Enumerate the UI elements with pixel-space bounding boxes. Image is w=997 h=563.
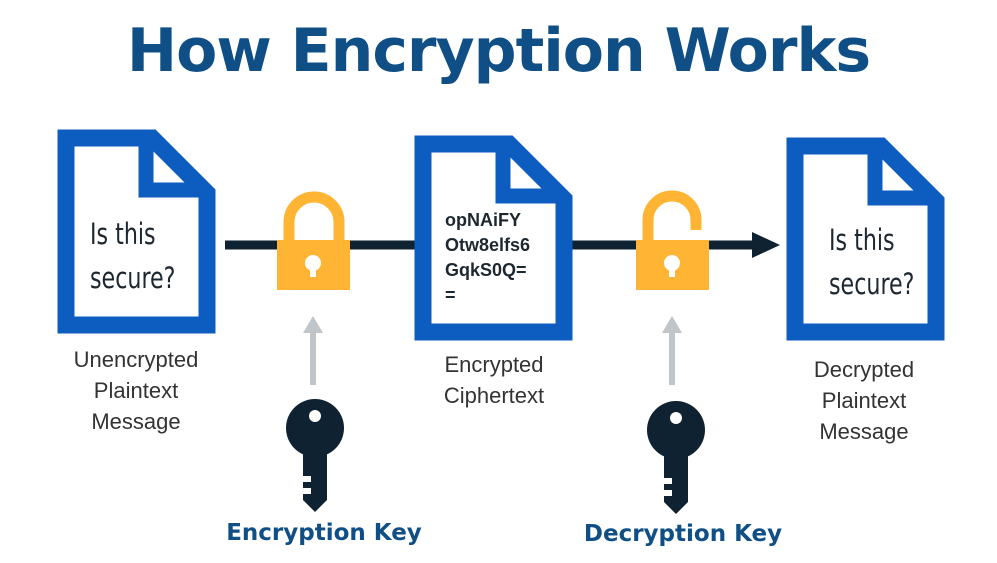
up-arrow-icon bbox=[303, 316, 323, 385]
caption-line: Message bbox=[91, 409, 181, 434]
caption-line: Encrypted bbox=[444, 352, 544, 377]
encryption-key-label: Encryption Key bbox=[226, 520, 422, 546]
up-arrow-icon bbox=[662, 316, 682, 385]
document-text: Is this secure? bbox=[829, 218, 923, 306]
closed-lock-icon bbox=[277, 191, 350, 290]
decryption-key-label: Decryption Key bbox=[583, 521, 783, 547]
decryption-key-icon bbox=[647, 401, 705, 514]
text-line: Is this bbox=[829, 223, 895, 257]
decrypted-document-icon bbox=[786, 137, 945, 341]
document-text: Is this secure? bbox=[90, 212, 184, 300]
caption-line: Unencrypted bbox=[73, 347, 199, 372]
page-title: How Encryption Works bbox=[126, 16, 871, 86]
caption-line: Plaintext bbox=[821, 388, 907, 413]
caption-line: Plaintext bbox=[93, 378, 179, 403]
open-lock-icon bbox=[636, 190, 709, 290]
cipher-line: Otw8elfs6 bbox=[445, 235, 531, 255]
plaintext-caption: Unencrypted Plaintext Message bbox=[36, 344, 236, 437]
plaintext-document: Is this secure? bbox=[58, 130, 216, 335]
caption-line: Message bbox=[819, 419, 909, 444]
text-line: Is this bbox=[90, 217, 156, 251]
cipher-line: = bbox=[445, 285, 456, 305]
cipher-line: GqkS0Q= bbox=[445, 260, 527, 280]
caption-line: Decrypted bbox=[813, 357, 915, 382]
ciphertext: opNAiFY Otw8elfs6 GqkS0Q= = bbox=[445, 208, 530, 308]
caption-line: Ciphertext bbox=[443, 383, 545, 408]
plaintext-document-icon bbox=[57, 129, 216, 334]
cipher-line: opNAiFY bbox=[445, 210, 521, 230]
encryption-key-icon bbox=[286, 399, 344, 512]
text-line: secure? bbox=[90, 261, 176, 295]
decrypted-caption: Decrypted Plaintext Message bbox=[764, 354, 964, 447]
arrow-head-icon bbox=[752, 232, 780, 258]
decrypted-document: Is this secure? bbox=[787, 138, 945, 343]
text-line: secure? bbox=[829, 267, 915, 301]
ciphertext-document: opNAiFY Otw8elfs6 GqkS0Q= = bbox=[415, 136, 573, 341]
ciphertext-caption: Encrypted Ciphertext bbox=[394, 349, 594, 411]
ciphertext-document-icon bbox=[414, 135, 573, 341]
